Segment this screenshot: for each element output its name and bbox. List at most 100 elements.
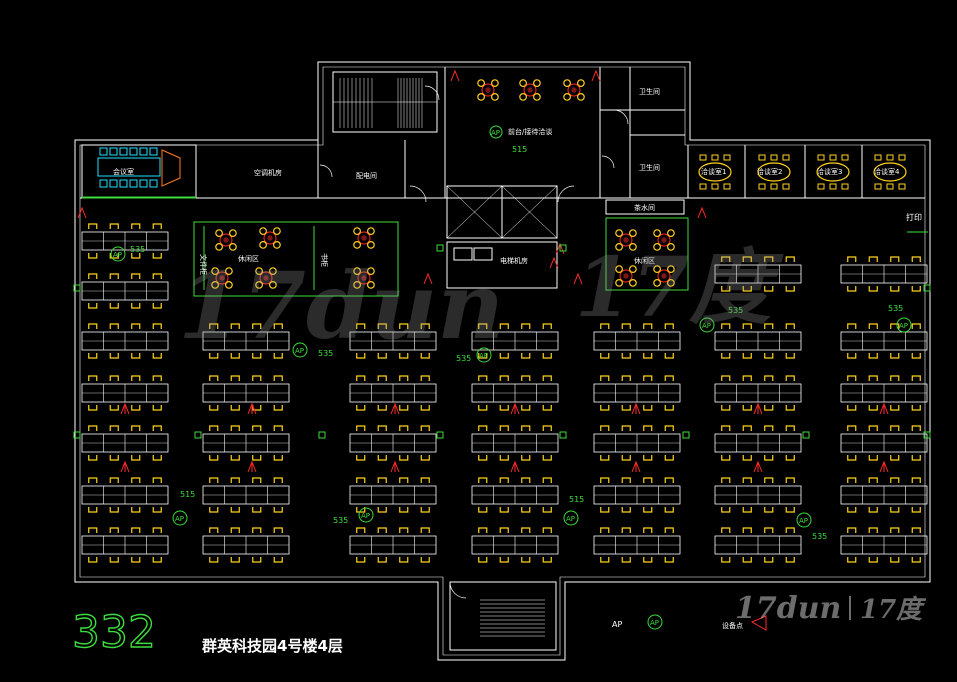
chair xyxy=(377,527,387,533)
chair xyxy=(664,323,674,329)
round-chair xyxy=(615,265,623,274)
oval-chair xyxy=(723,154,731,161)
chair xyxy=(911,507,921,513)
chair xyxy=(643,507,653,513)
room-power: 配电间 xyxy=(356,171,377,180)
chair xyxy=(478,557,488,563)
chair xyxy=(131,353,141,359)
red-marker xyxy=(390,460,400,473)
chair xyxy=(131,375,141,381)
round-chair xyxy=(491,92,499,101)
ap-label: AP xyxy=(113,251,122,259)
chair xyxy=(152,405,162,411)
chair xyxy=(209,353,219,359)
round-chair xyxy=(629,242,637,251)
red-marker xyxy=(423,272,433,285)
chair xyxy=(109,353,119,359)
chair xyxy=(420,375,430,381)
watermark-cjk: 17度 xyxy=(575,240,784,336)
chair xyxy=(230,507,240,513)
chair xyxy=(109,375,119,381)
chair xyxy=(131,425,141,431)
oval-chair xyxy=(758,183,766,190)
round-chair xyxy=(211,267,220,276)
chair xyxy=(868,425,878,431)
round-chair xyxy=(353,227,362,236)
chair xyxy=(521,323,531,329)
chair xyxy=(230,557,240,563)
chair xyxy=(109,425,119,431)
chair xyxy=(356,405,366,411)
red-marker xyxy=(591,69,601,82)
chair xyxy=(890,323,900,329)
chair xyxy=(499,455,509,461)
chair xyxy=(542,527,552,533)
chair xyxy=(230,477,240,483)
chair xyxy=(252,323,262,329)
round-chair xyxy=(615,279,623,287)
round-chair xyxy=(211,281,220,289)
chair xyxy=(252,477,262,483)
round-chair xyxy=(477,79,486,87)
chair xyxy=(377,405,387,411)
chair xyxy=(890,477,900,483)
red-marker xyxy=(697,206,707,219)
workstation-desks xyxy=(81,231,928,555)
ap-label: AP xyxy=(899,322,908,330)
chair xyxy=(420,425,430,431)
chair xyxy=(721,375,731,381)
round-chair xyxy=(259,240,268,249)
dim-515-top: 515 xyxy=(512,145,527,154)
round-chair xyxy=(563,79,571,87)
round-table-center xyxy=(623,237,629,243)
ap-label: AP xyxy=(491,129,500,137)
chair xyxy=(88,527,98,533)
chair xyxy=(209,507,219,513)
oval-chair xyxy=(874,154,882,161)
round-table xyxy=(357,271,371,285)
chair xyxy=(621,477,631,483)
ap-circle xyxy=(699,317,715,333)
chair xyxy=(399,507,409,513)
chair xyxy=(785,286,795,292)
chair xyxy=(911,425,921,431)
oval-table xyxy=(816,162,850,182)
oval-chair xyxy=(829,183,837,190)
oval-chair xyxy=(770,183,778,190)
chair xyxy=(109,273,119,279)
round-chair xyxy=(667,265,675,274)
room-interview-2: 洽谈室2 xyxy=(757,167,782,176)
chair xyxy=(911,256,921,262)
chair xyxy=(600,455,610,461)
round-chair xyxy=(667,242,675,251)
chair xyxy=(88,425,98,431)
dim-535-a: 535 xyxy=(130,245,145,254)
chair xyxy=(664,507,674,513)
ap-label: AP xyxy=(479,352,488,360)
chair xyxy=(478,477,488,483)
chair xyxy=(542,405,552,411)
chair xyxy=(252,425,262,431)
red-marker xyxy=(631,460,641,473)
chair xyxy=(499,353,509,359)
round-chair xyxy=(519,92,527,101)
chair xyxy=(664,527,674,533)
chair xyxy=(868,256,878,262)
chair xyxy=(209,477,219,483)
chair xyxy=(499,375,509,381)
ap-circle xyxy=(358,507,374,523)
chair xyxy=(742,405,752,411)
chair xyxy=(785,256,795,262)
chair xyxy=(399,527,409,533)
round-table-center xyxy=(661,237,667,243)
chair xyxy=(399,557,409,563)
chair xyxy=(521,405,531,411)
chair xyxy=(868,527,878,533)
chair xyxy=(109,455,119,461)
chair xyxy=(600,527,610,533)
oval-chair xyxy=(723,183,731,190)
chair xyxy=(600,353,610,359)
chair xyxy=(911,323,921,329)
chair xyxy=(131,253,141,259)
chair xyxy=(764,507,774,513)
